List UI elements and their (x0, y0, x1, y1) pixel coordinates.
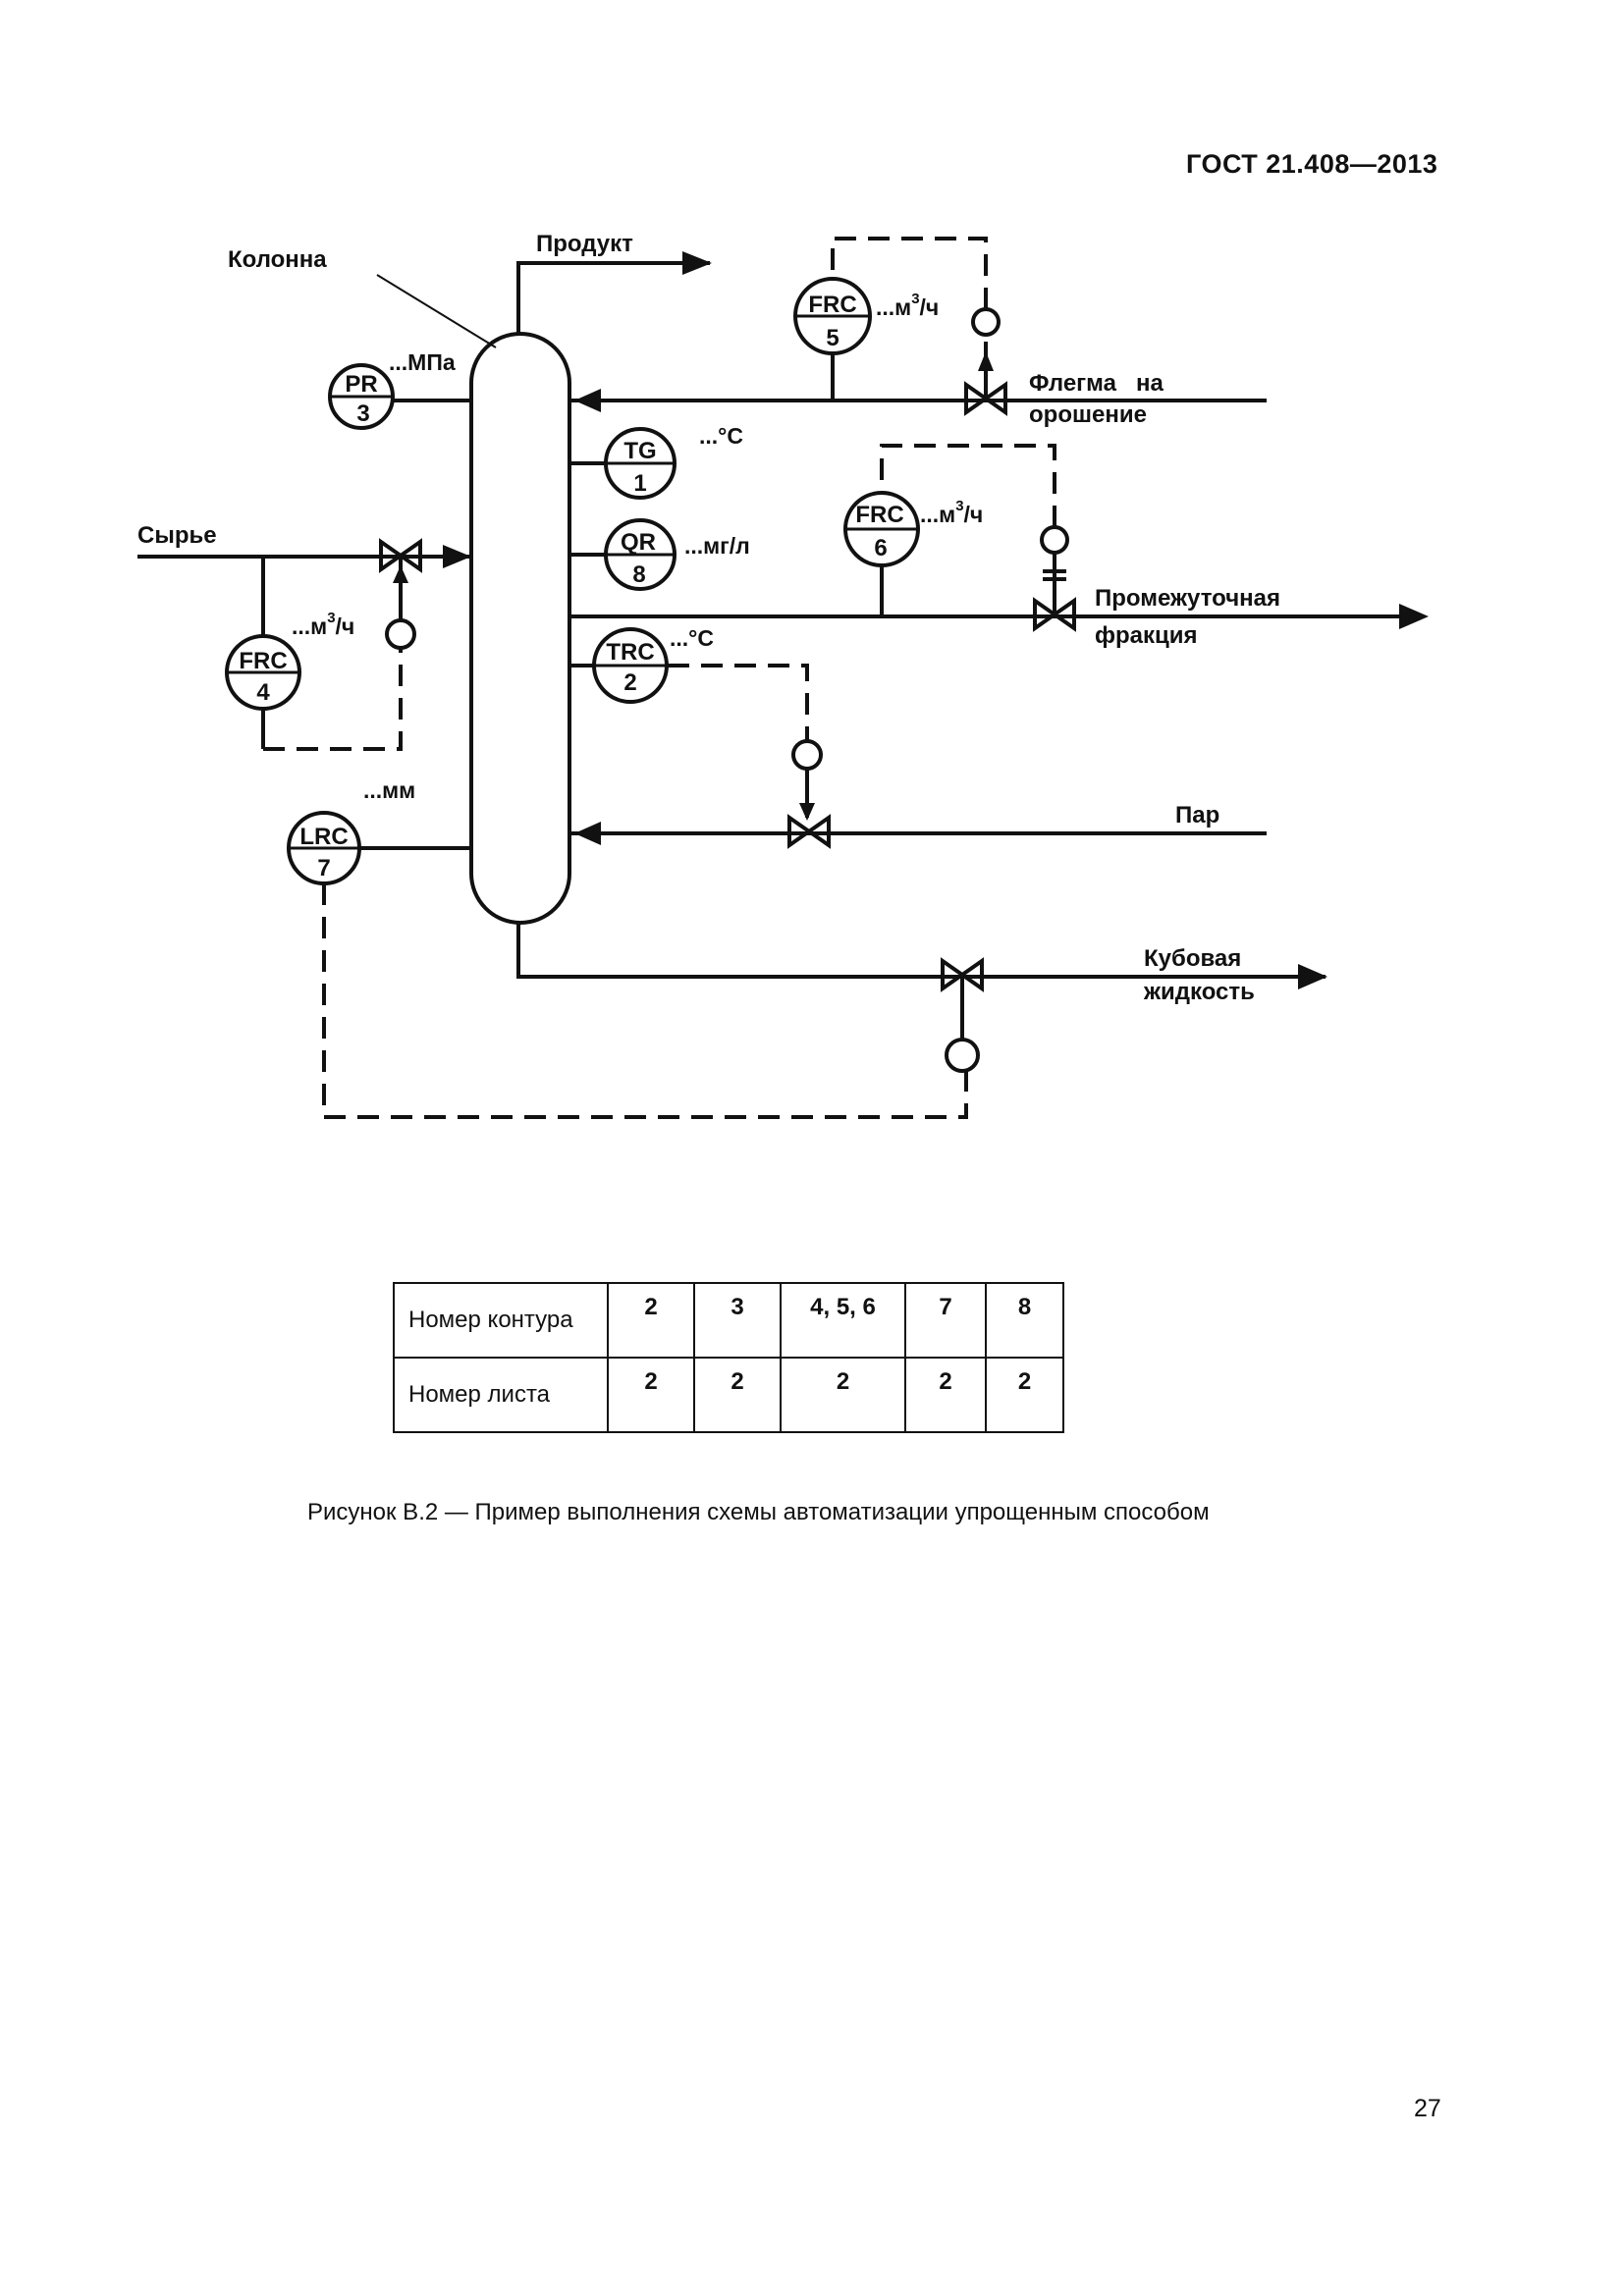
column-vessel (469, 332, 571, 925)
lrc7-number: 7 (317, 855, 330, 881)
pr3-number: 3 (356, 400, 369, 427)
row-label-contour: Номер контура (393, 1282, 609, 1359)
column-label: Колонна (228, 246, 327, 273)
reflux-valve (964, 381, 1007, 416)
contour-sheet-table: Номер контура 2 3 4, 5, 6 7 8 Номер лист… (393, 1282, 1064, 1433)
frc6-number: 6 (874, 535, 887, 561)
pr3-letters: PR (345, 371, 377, 398)
standard-header: ГОСТ 21.408—2013 (1186, 149, 1438, 179)
table-cell: 2 (985, 1357, 1064, 1433)
bottoms-valve (941, 957, 984, 992)
tg1-unit: ...°С (699, 423, 743, 449)
table-cell: 7 (904, 1282, 987, 1359)
raw-valve (379, 538, 422, 573)
lrc7-letters: LRC (299, 824, 348, 850)
table-cell: 2 (780, 1357, 906, 1433)
figure-caption: Рисунок В.2 — Пример выполнения схемы ав… (307, 1499, 1210, 1525)
reflux-label-2: орошение (1029, 401, 1147, 428)
intermediate-label-1: Промежуточная (1095, 585, 1280, 612)
table-cell: 2 (607, 1357, 695, 1433)
table-cell: 2 (693, 1357, 782, 1433)
raw-label: Сырье (137, 522, 217, 549)
product-label: Продукт (536, 231, 633, 257)
steam-label: Пар (1175, 802, 1219, 828)
intermediate-valve (1033, 597, 1076, 632)
table-cell: 2 (607, 1282, 695, 1359)
page-number: 27 (1414, 2095, 1441, 2122)
trc2-number: 2 (623, 669, 636, 696)
intermediate-label-2: фракция (1095, 622, 1198, 649)
tg1-number: 1 (633, 470, 646, 497)
table-cell: 2 (904, 1357, 987, 1433)
table-cell: 4, 5, 6 (780, 1282, 906, 1359)
steam-valve (787, 814, 831, 849)
qr8-unit: ...мг/л (684, 533, 750, 559)
product-line (516, 261, 710, 334)
trc2-unit: ...°С (670, 625, 714, 651)
bottoms-line (516, 923, 1326, 979)
table-cell: 3 (693, 1282, 782, 1359)
table-row: Номер листа 2 2 2 2 2 (393, 1357, 1064, 1433)
frc5-unit: ...м3/ч (876, 291, 939, 320)
tg1-letters: TG (623, 438, 656, 464)
bottoms-label-2: жидкость (1143, 979, 1255, 1005)
reflux-label-1: Флегма на (1029, 370, 1164, 397)
frc4-unit: ...м3/ч (292, 610, 354, 639)
row-label-sheet: Номер листа (393, 1357, 609, 1433)
frc4-number: 4 (256, 679, 270, 706)
frc5-letters: FRC (808, 292, 856, 318)
qr8-letters: QR (621, 529, 656, 556)
frc4-letters: FRC (239, 648, 287, 674)
table-row: Номер контура 2 3 4, 5, 6 7 8 (393, 1282, 1064, 1359)
qr8-number: 8 (632, 561, 645, 588)
frc6-letters: FRC (855, 502, 903, 528)
automation-scheme: PR 3 ...МПа TG 1 ...°С QR 8 ...мг/л TRC … (137, 231, 1429, 1119)
frc5-number: 5 (826, 325, 839, 351)
pr3-unit: ...МПа (389, 349, 456, 375)
frc6-unit: ...м3/ч (920, 498, 983, 527)
lrc7-unit: ...мм (363, 777, 415, 803)
trc2-letters: TRC (606, 639, 654, 666)
bottoms-label-1: Кубовая (1144, 945, 1241, 972)
table-cell: 8 (985, 1282, 1064, 1359)
